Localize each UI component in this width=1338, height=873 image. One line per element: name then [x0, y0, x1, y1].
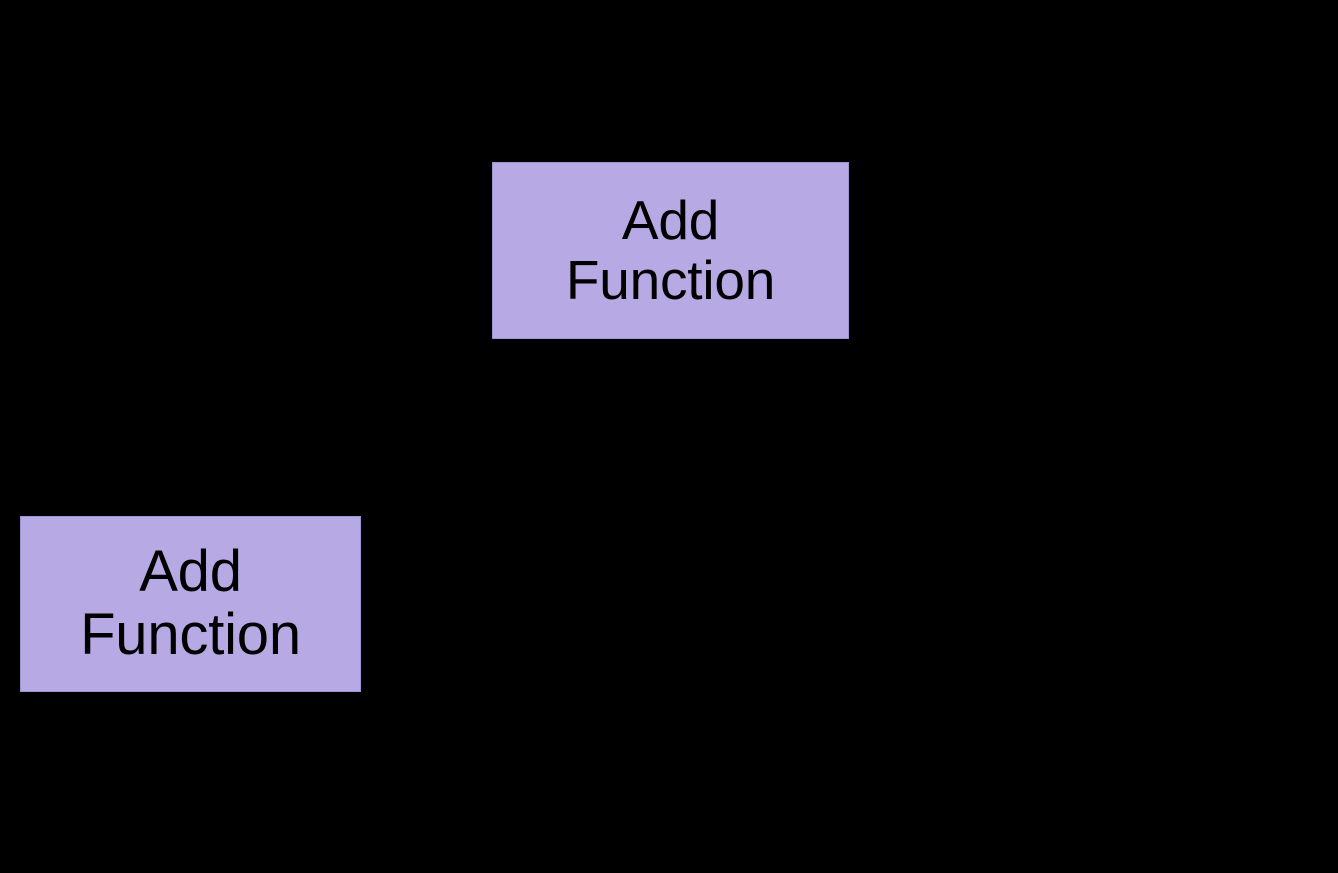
node-add-function-2-label: Add Function	[80, 539, 301, 667]
node-add-function-1[interactable]: Add Function	[492, 162, 849, 339]
node-add-function-1-label: Add Function	[565, 189, 776, 311]
node-add-function-2[interactable]: Add Function	[20, 516, 361, 692]
